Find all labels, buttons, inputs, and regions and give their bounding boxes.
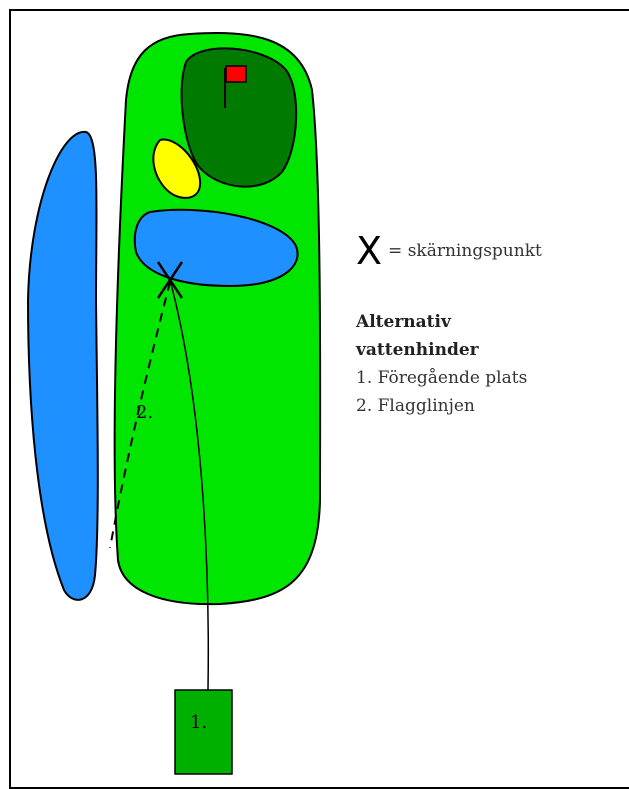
legend-heading: Alternativ vattenhinder <box>356 308 542 364</box>
legend-x-symbol: X <box>356 232 382 270</box>
tee-label: 1. <box>190 712 207 733</box>
legend-item-1: 1. Föregående plats <box>356 364 542 392</box>
flag-icon <box>226 66 246 82</box>
lateral-water-hazard <box>28 132 98 600</box>
legend-heading-line2: vattenhinder <box>356 336 542 364</box>
legend-intersection-text: = skärningspunkt <box>388 241 542 261</box>
legend: X = skärningspunkt Alternativ vattenhind… <box>356 232 542 420</box>
line-2-label: 2. <box>136 402 153 423</box>
legend-item-2: 2. Flagglinjen <box>356 392 542 420</box>
legend-intersection-key: X = skärningspunkt <box>356 232 542 270</box>
legend-heading-line1: Alternativ <box>356 308 542 336</box>
